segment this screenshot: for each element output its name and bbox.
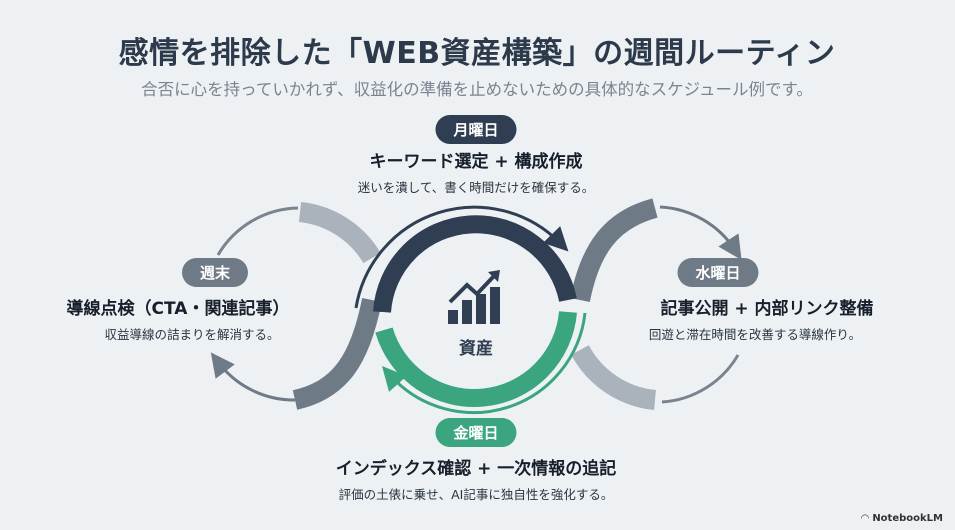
friday-arc: [375, 311, 577, 407]
wednesday-pill: 水曜日: [677, 258, 759, 287]
wednesday-arrow-top: [659, 205, 742, 261]
weekend-arrow-bottom: [210, 352, 296, 402]
center-label: 資産: [459, 339, 493, 359]
growth-chart-icon: [448, 270, 500, 324]
weekend-heading: 導線点検（CTA・関連記事）: [66, 299, 290, 319]
monday-heading: キーワード選定 + 構成作成: [369, 152, 583, 172]
friday-pill: 金曜日: [435, 418, 517, 447]
monday-arrow: [354, 205, 569, 309]
brand-name: NotebookLM: [872, 513, 943, 524]
monday-pill: 月曜日: [435, 115, 517, 144]
weekend-arrow-top: [216, 206, 299, 256]
wednesday-band-top: [570, 198, 658, 303]
wednesday-band-bottom: [571, 345, 657, 410]
brand-logo: ◠ NotebookLM: [861, 513, 943, 524]
friday-heading: インデックス確認 + 一次情報の追記: [335, 459, 617, 479]
weekend-band-top: [298, 202, 381, 264]
page-title: 感情を排除した「WEB資産構築」の週間ルーティン: [118, 36, 836, 71]
wednesday-arrow-bottom: [661, 354, 740, 404]
weekend-pill: 週末: [181, 258, 249, 287]
friday-desc: 評価の土俵に乗せ、AI記事に独自性を強化する。: [338, 487, 614, 502]
weekend-desc: 収益導線の詰まりを解消する。: [104, 327, 280, 342]
monday-desc: 迷いを潰して、書く時間だけを確保する。: [357, 180, 595, 195]
wednesday-desc: 回遊と滞在時間を改善する導線作り。: [648, 327, 862, 342]
weekend-band-bottom: [292, 298, 382, 410]
wednesday-heading: 記事公開 + 内部リンク整備: [660, 299, 874, 319]
friday-arrow: [382, 312, 587, 415]
monday-arc: [373, 215, 577, 313]
page-subtitle: 合否に心を持っていかれず、収益化の準備を止めないための具体的なスケジュール例です…: [141, 80, 813, 99]
